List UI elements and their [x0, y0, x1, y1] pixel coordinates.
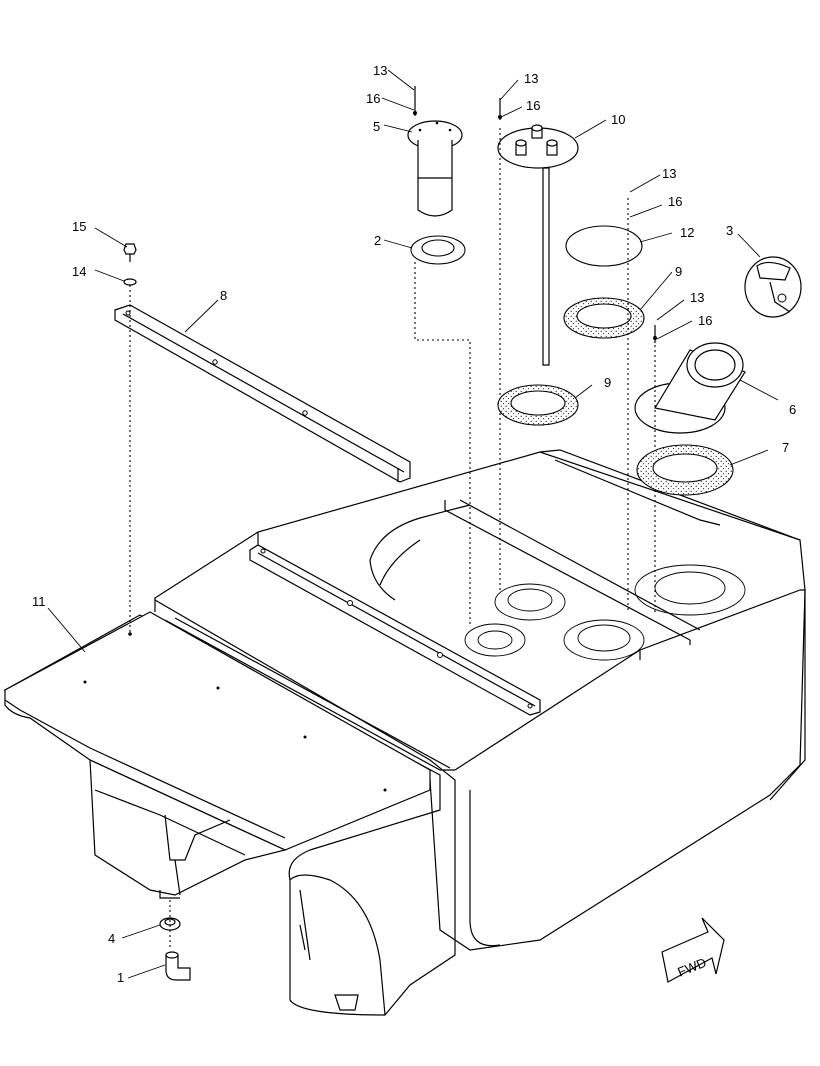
fuel-pump-plate-10	[497, 98, 579, 366]
filler-cap-3	[744, 256, 802, 318]
callout-16b: 16	[526, 98, 540, 113]
callout-14: 14	[72, 264, 86, 279]
callout-7: 7	[782, 440, 789, 455]
fuel-sender-5	[407, 86, 463, 217]
callout-1: 1	[117, 970, 124, 985]
callout-13c: 13	[662, 166, 676, 181]
callout-15: 15	[72, 219, 86, 234]
callout-4: 4	[108, 931, 115, 946]
callout-3: 3	[726, 223, 733, 238]
washer-14	[123, 278, 137, 286]
callout-12: 12	[680, 225, 694, 240]
callout-11: 11	[32, 594, 46, 609]
callout-16d: 16	[698, 313, 712, 328]
fuel-tank-body	[3, 449, 806, 1016]
callout-9b: 9	[604, 375, 611, 390]
callout-10: 10	[611, 112, 625, 127]
callout-13b: 13	[524, 71, 538, 86]
gasket-7	[636, 444, 734, 496]
hold-down-strap	[114, 304, 411, 483]
gasket-2	[410, 235, 466, 265]
leader-lines	[47, 69, 779, 979]
drain-bushing-4	[159, 900, 181, 950]
callout-16a: 16	[366, 91, 380, 106]
tank-strap-lower	[249, 544, 541, 716]
callout-6: 6	[789, 402, 796, 417]
gasket-12	[565, 225, 643, 267]
gasket-9-upper	[563, 297, 645, 339]
callout-13d: 13	[690, 290, 704, 305]
drain-elbow-1	[165, 951, 191, 981]
callout-5: 5	[373, 119, 380, 134]
callout-8: 8	[220, 288, 227, 303]
callout-9a: 9	[675, 264, 682, 279]
fwd-arrow: FWD	[661, 917, 725, 983]
callout-16c: 16	[668, 194, 682, 209]
callout-2: 2	[374, 233, 381, 248]
callout-labels: 13 16 5 2 13 16 10 13 16 12 9 3 13 16 6 …	[32, 63, 796, 985]
filler-neck-6	[634, 325, 746, 434]
callout-13a: 13	[373, 63, 387, 78]
gasket-9-lower	[497, 384, 579, 426]
